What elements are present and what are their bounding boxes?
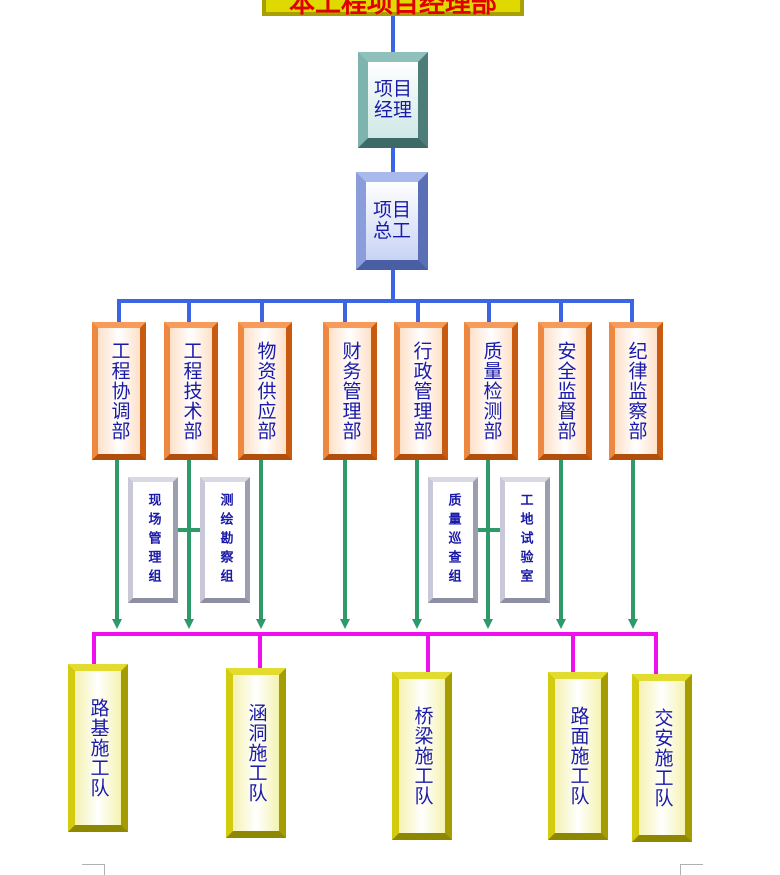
team-label: 涵洞施工队 [245, 703, 268, 803]
subgroup-box: 现场管理组 [128, 477, 178, 603]
project-department-title: 本工程项目经理部 [288, 0, 497, 19]
department-label: 物资供应部 [254, 341, 277, 441]
subgroup-label: 工地试验室 [517, 492, 533, 588]
subgroup-box: 测绘勘察组 [200, 477, 250, 603]
team-label: 路面施工队 [567, 706, 590, 806]
department-box: 安全监督部 [538, 322, 592, 460]
department-box: 纪律监察部 [609, 322, 663, 460]
subgroup-label: 现场管理组 [145, 492, 161, 588]
subgroup-label: 测绘勘察组 [217, 492, 233, 588]
team-bus [92, 632, 658, 674]
department-box: 质量检测部 [464, 322, 518, 460]
team-box: 涵洞施工队 [226, 668, 286, 838]
page-corner-mark [680, 864, 703, 875]
department-label: 财务管理部 [339, 341, 362, 441]
subgroup-box: 质量巡查组 [428, 477, 478, 603]
department-label: 纪律监察部 [625, 341, 648, 441]
team-box: 路面施工队 [548, 672, 608, 840]
team-label: 路基施工队 [87, 698, 110, 798]
team-box: 交安施工队 [632, 674, 692, 842]
subgroup-label: 质量巡查组 [445, 492, 461, 588]
department-label: 行政管理部 [410, 341, 433, 441]
subgroup-box: 工地试验室 [500, 477, 550, 603]
department-box: 工程协调部 [92, 322, 146, 460]
department-label: 工程协调部 [108, 341, 131, 441]
project-manager-box: 项目经理 [358, 52, 428, 148]
green-arrows [112, 460, 638, 629]
team-label: 桥梁施工队 [411, 706, 434, 806]
department-box: 财务管理部 [323, 322, 377, 460]
team-label: 交安施工队 [651, 708, 674, 808]
team-box: 路基施工队 [68, 664, 128, 832]
project-manager-label: 项目经理 [373, 78, 412, 121]
department-label: 质量检测部 [480, 341, 503, 441]
department-box: 行政管理部 [394, 322, 448, 460]
department-box: 物资供应部 [238, 322, 292, 460]
department-drops [117, 301, 634, 322]
chief-engineer-box: 项目总工 [356, 172, 428, 270]
team-box: 桥梁施工队 [392, 672, 452, 840]
page-corner-mark [82, 864, 105, 875]
department-box: 工程技术部 [164, 322, 218, 460]
project-department-box: 本工程项目经理部 [262, 0, 524, 19]
department-label: 工程技术部 [180, 341, 203, 441]
department-label: 安全监督部 [554, 341, 577, 441]
chief-engineer-label: 项目总工 [372, 199, 411, 242]
